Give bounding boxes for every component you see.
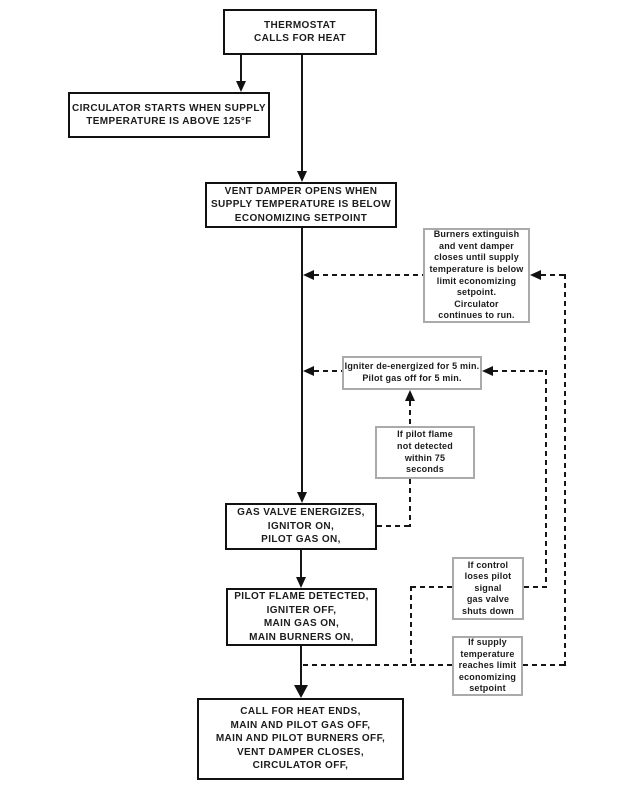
arrowhead-igniter-into-mainline [303, 366, 314, 376]
node-thermostat: THERMOSTAT CALLS FOR HEAT [223, 9, 377, 55]
arrowhead-into-callends [294, 685, 308, 698]
connector-control-riser [545, 370, 547, 588]
connector-pilotdetected-callends [300, 646, 302, 688]
connector-burners-to-mainline [314, 274, 423, 276]
node-control-loses-pilot: If control loses pilot signal gas valve … [452, 557, 524, 620]
connector-igniter-to-mainline [314, 370, 342, 372]
arrowhead-into-ventdamper [297, 171, 307, 182]
arrowhead-into-gasvalve [297, 492, 307, 503]
arrowhead-burners-into-mainline [303, 270, 314, 280]
node-igniter-deenergized: Igniter de-energized for 5 min. Pilot ga… [342, 356, 482, 390]
connector-gasvalve-to-pilotnot [377, 525, 411, 527]
node-pilot-not-detected: If pilot flame not detected within 75 se… [375, 426, 475, 479]
connector-ventdamper-gasvalve [301, 228, 303, 494]
arrowhead-into-pilotdetected [296, 577, 306, 588]
arrowhead-into-circulator [236, 81, 246, 92]
connector-thermostat-circulator [240, 55, 242, 83]
connector-riser-to-burners [541, 274, 566, 276]
arrowhead-up-into-igniter [405, 390, 415, 401]
node-supply-reaches-limit: If supply temperature reaches limit econ… [452, 636, 523, 696]
connector-pilotnot-drop [409, 479, 411, 527]
connector-control-drop [410, 586, 412, 666]
connector-riser-to-igniter [493, 370, 547, 372]
connector-supply-riser [564, 274, 566, 666]
connector-mainline-to-supply [303, 664, 452, 666]
connector-supply-to-riser [523, 664, 566, 666]
connector-gasvalve-pilotdetected [300, 550, 302, 578]
arrowhead-into-burners [530, 270, 541, 280]
connector-control-left [411, 586, 452, 588]
connector-pilotnot-to-igniter [409, 401, 411, 426]
node-vent-damper-opens: VENT DAMPER OPENS WHEN SUPPLY TEMPERATUR… [205, 182, 397, 228]
node-gas-valve-energizes: GAS VALVE ENERGIZES, IGNITOR ON, PILOT G… [225, 503, 377, 550]
arrowhead-into-igniter [482, 366, 493, 376]
node-burners-extinguish: Burners extinguish and vent damper close… [423, 228, 530, 323]
node-circulator-starts: CIRCULATOR STARTS WHEN SUPPLY TEMPERATUR… [68, 92, 270, 138]
connector-control-to-riser [524, 586, 547, 588]
connector-thermostat-ventdamper [301, 55, 303, 173]
node-pilot-flame-detected: PILOT FLAME DETECTED, IGNITER OFF, MAIN … [226, 588, 377, 646]
node-call-for-heat-ends: CALL FOR HEAT ENDS, MAIN AND PILOT GAS O… [197, 698, 404, 780]
